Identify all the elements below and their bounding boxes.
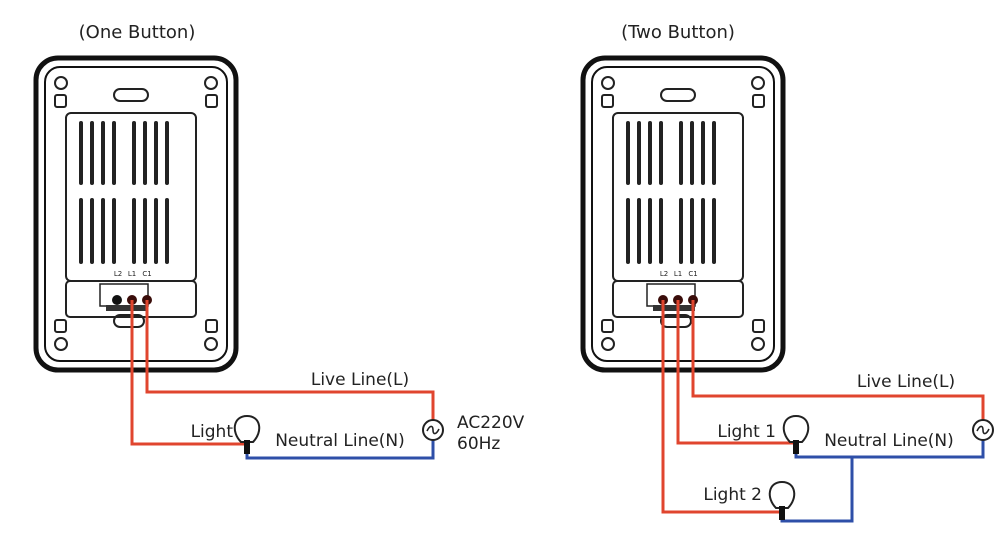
one-button-light-wire [130, 300, 247, 446]
one-button-terminal-labels: L2 L1 C1 [114, 270, 152, 278]
one-button-light-label: Light [191, 422, 234, 442]
one-button-switch-panel [36, 58, 236, 370]
terminal-label-l1: L1 [674, 270, 682, 278]
terminal-label-l2: L2 [660, 270, 668, 278]
two-button-light1-bulb-icon [782, 415, 810, 455]
terminal-label-l2: L2 [114, 270, 122, 278]
one-button-voltage-label: AC220V [457, 413, 525, 433]
two-button-neutral-label: Neutral Line(N) [824, 431, 954, 451]
terminal-label-c1: C1 [688, 270, 697, 278]
terminal-label-l1: L1 [128, 270, 136, 278]
one-button-live-wire [145, 300, 435, 420]
one-button-ac-source-icon [422, 419, 444, 441]
two-button-switch-panel [583, 58, 783, 370]
one-button-live-label: Live Line(L) [311, 370, 409, 390]
two-button-light1-label: Light 1 [717, 422, 776, 442]
one-button-neutral-label: Neutral Line(N) [275, 431, 405, 451]
terminal-label-c1: C1 [142, 270, 151, 278]
two-button-light2-bulb-icon [768, 481, 796, 521]
two-button-terminal-labels: L2 L1 C1 [660, 270, 698, 278]
two-button-ac-source-icon [972, 419, 994, 441]
two-button-light2-label: Light 2 [703, 485, 762, 505]
two-button-live-wire [691, 300, 985, 420]
two-button-title: (Two Button) [621, 22, 735, 43]
two-button-light2-wire [661, 300, 782, 514]
one-button-title: (One Button) [79, 22, 196, 43]
one-button-light-bulb-icon [233, 415, 261, 455]
one-button-frequency-label: 60Hz [457, 434, 500, 454]
two-button-live-label: Live Line(L) [857, 372, 955, 392]
terminal-l2 [112, 295, 122, 305]
two-button-light1-wire [676, 300, 796, 445]
